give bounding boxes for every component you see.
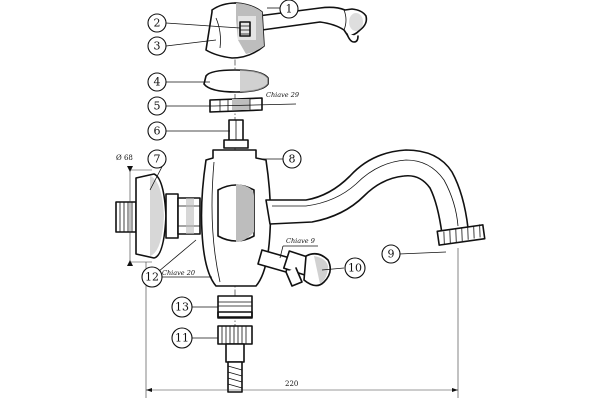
chiave-9-label: Chiave 9: [286, 237, 315, 245]
callout-2: 2: [147, 13, 167, 33]
svg-text:7: 7: [154, 153, 161, 166]
stem-part-6: [223, 119, 249, 149]
spout: [265, 149, 486, 246]
callout-6: 6: [147, 121, 167, 141]
svg-text:5: 5: [154, 100, 161, 113]
callout-1: 1: [279, 0, 299, 19]
hose-connector-part-11: [217, 325, 253, 393]
callout-10: 10: [344, 257, 366, 279]
svg-text:3: 3: [154, 40, 161, 53]
callout-4: 4: [147, 72, 167, 92]
svg-text:1: 1: [286, 3, 293, 16]
callout-13: 13: [171, 296, 193, 318]
callout-11: 11: [171, 327, 193, 349]
side-valve: [257, 249, 332, 287]
lever-handle: [257, 6, 368, 43]
width-label: 220: [285, 380, 298, 388]
chiave-20-label: Chiave 20: [162, 269, 195, 277]
svg-text:8: 8: [289, 153, 296, 166]
chiave-29-label: Chiave 29: [266, 91, 299, 99]
callout-12: 12: [141, 266, 163, 288]
svg-text:9: 9: [388, 248, 395, 261]
ring-part-4: [203, 69, 269, 93]
svg-text:13: 13: [175, 301, 189, 314]
lower-nut-part-13: [217, 295, 253, 319]
callout-5: 5: [147, 96, 167, 116]
inlet-fitting: [115, 173, 201, 259]
svg-text:4: 4: [154, 76, 161, 89]
callout-8: 8: [282, 149, 302, 169]
diameter-dimension: Ø 68: [116, 154, 152, 266]
svg-text:11: 11: [175, 332, 189, 345]
svg-text:6: 6: [154, 125, 161, 138]
diameter-label: Ø 68: [116, 154, 133, 162]
svg-text:2: 2: [154, 17, 161, 30]
faucet-body: [200, 149, 272, 287]
callout-9: 9: [381, 244, 401, 264]
svg-text:10: 10: [348, 262, 362, 275]
callout-3: 3: [147, 36, 167, 56]
svg-text:12: 12: [145, 271, 159, 284]
nut-part-5: [209, 97, 263, 113]
callout-7: 7: [147, 149, 167, 169]
cap-cutaway: [205, 2, 265, 59]
